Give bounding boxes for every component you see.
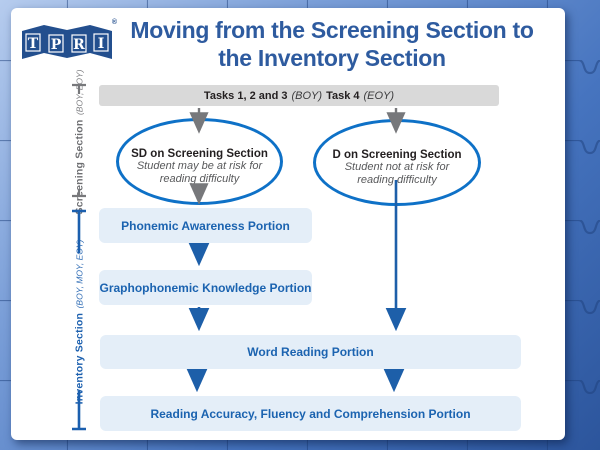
word-reading-box: Word Reading Portion [100, 335, 521, 369]
d-ellipse-heading: D on Screening Section [332, 149, 462, 161]
inventory-section-title: Inventory Section [73, 312, 86, 405]
tasks-1-2-3-label: Tasks 1, 2 and 3 [203, 89, 288, 102]
registered-mark: ® [111, 19, 117, 26]
svg-text:P: P [51, 37, 62, 53]
svg-text:T: T [28, 36, 39, 52]
svg-text:I: I [98, 36, 105, 52]
page-title-line1: Moving from the Screening Section to [130, 17, 534, 43]
boy-label: (BOY) [291, 89, 323, 102]
sd-ellipse-heading: SD on Screening Section [131, 148, 268, 160]
sd-screening-ellipse: SD on Screening Section Student may be a… [116, 118, 283, 205]
tpri-logo: T P R I ® [21, 19, 117, 63]
screening-section-sublabel: (BOY, EOY) [74, 69, 85, 116]
tpri-logo-icon: T P R I [22, 25, 112, 59]
d-ellipse-description: Student not at risk for reading difficul… [344, 161, 450, 186]
screening-section-label: Screening Section (BOY, EOY) [72, 64, 86, 220]
slide-card: T P R I ® Moving from the Screening Sect… [11, 8, 565, 440]
d-screening-ellipse: D on Screening Section Student not at ri… [313, 119, 481, 206]
page-title: Moving from the Screening Section to the… [111, 16, 553, 72]
phonemic-awareness-box: Phonemic Awareness Portion [99, 208, 312, 243]
page-title-line2: the Inventory Section [218, 45, 446, 71]
inventory-section-sublabel: (BOY, MOY, EOY) [74, 239, 85, 309]
screening-section-title: Screening Section [73, 119, 86, 215]
tasks-bar: Tasks 1, 2 and 3 (BOY) Task 4 (EOY) [99, 85, 499, 106]
reading-accuracy-box: Reading Accuracy, Fluency and Comprehens… [100, 396, 521, 431]
eoy-label: (EOY) [363, 89, 395, 102]
graphophonemic-knowledge-box: Graphophonemic Knowledge Portion [99, 270, 312, 305]
task-4-label: Task 4 [326, 89, 360, 102]
svg-text:R: R [73, 37, 85, 53]
sd-ellipse-description: Student may be at risk for reading diffi… [136, 160, 263, 185]
inventory-section-label: Inventory Section (BOY, MOY, EOY) [72, 234, 86, 410]
